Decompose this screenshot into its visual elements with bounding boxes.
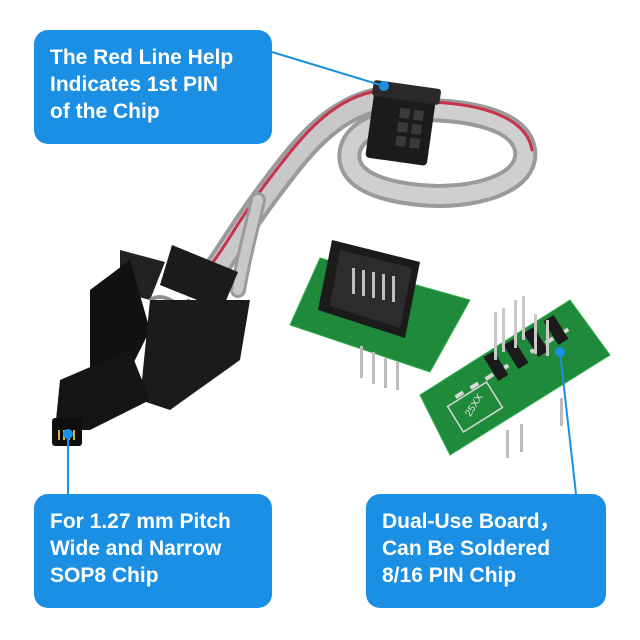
callout-line: Dual-Use Board，	[382, 510, 561, 533]
callout-line: For 1.27 mm Pitch	[50, 510, 231, 533]
callout-leader-lines	[63, 51, 577, 495]
callout-line: The Red Line Help	[50, 46, 234, 69]
callout-line: Can Be Soldered	[382, 537, 551, 560]
adapter-board-dual-use: 25XX	[419, 296, 611, 458]
callout-line: of the Chip	[50, 100, 160, 123]
callout-line: Indicates 1st PIN	[50, 73, 219, 96]
callout-line: 8/16 PIN Chip	[382, 564, 517, 587]
idc-connector	[365, 80, 441, 166]
test-clip	[52, 245, 250, 446]
callout-sop8-pitch: For 1.27 mm Pitch Wide and Narrow SOP8 C…	[34, 494, 272, 608]
callout-dual-use-board: Dual-Use Board， Can Be Soldered 8/16 PIN…	[366, 494, 606, 608]
adapter-board-small	[289, 240, 471, 390]
callout-red-line: The Red Line Help Indicates 1st PIN of t…	[34, 30, 272, 144]
callout-line: Wide and Narrow	[50, 537, 222, 560]
callout-line: SOP8 Chip	[50, 564, 159, 587]
